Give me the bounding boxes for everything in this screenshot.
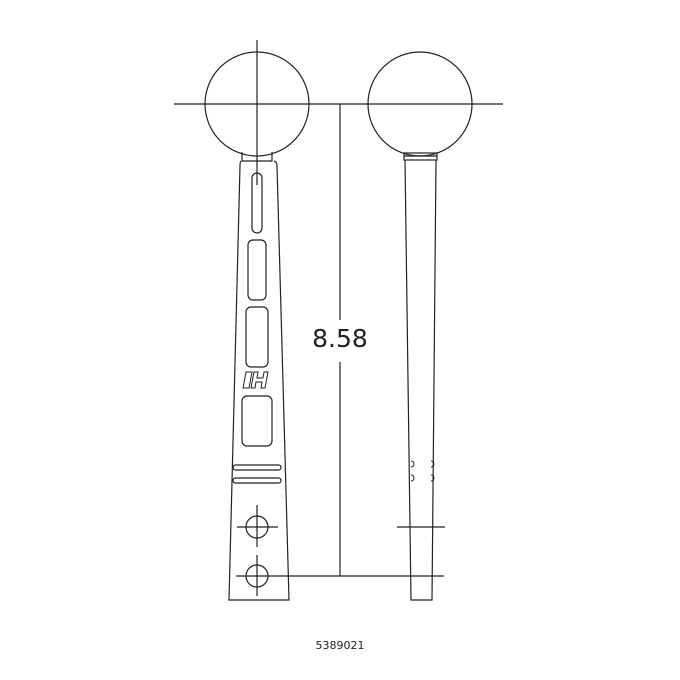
slot-4 [241,395,273,447]
dimension-line [278,104,444,577]
front-shaft-outline [228,160,290,601]
slot-2 [247,239,267,301]
mounting-hole-1 [237,505,278,547]
part-number: 5389021 [315,639,365,652]
slot-1 [251,172,263,234]
dimension-label: 8.58 [300,324,380,353]
groove-2 [232,477,282,484]
detent-marks [410,460,435,482]
groove-1 [232,464,282,471]
front-view [174,40,503,601]
side-shaft-outline [404,159,437,601]
mounting-hole-2 [236,555,278,596]
side-view [367,51,473,601]
h-logo-icon [242,371,269,389]
slot-3 [245,306,269,368]
